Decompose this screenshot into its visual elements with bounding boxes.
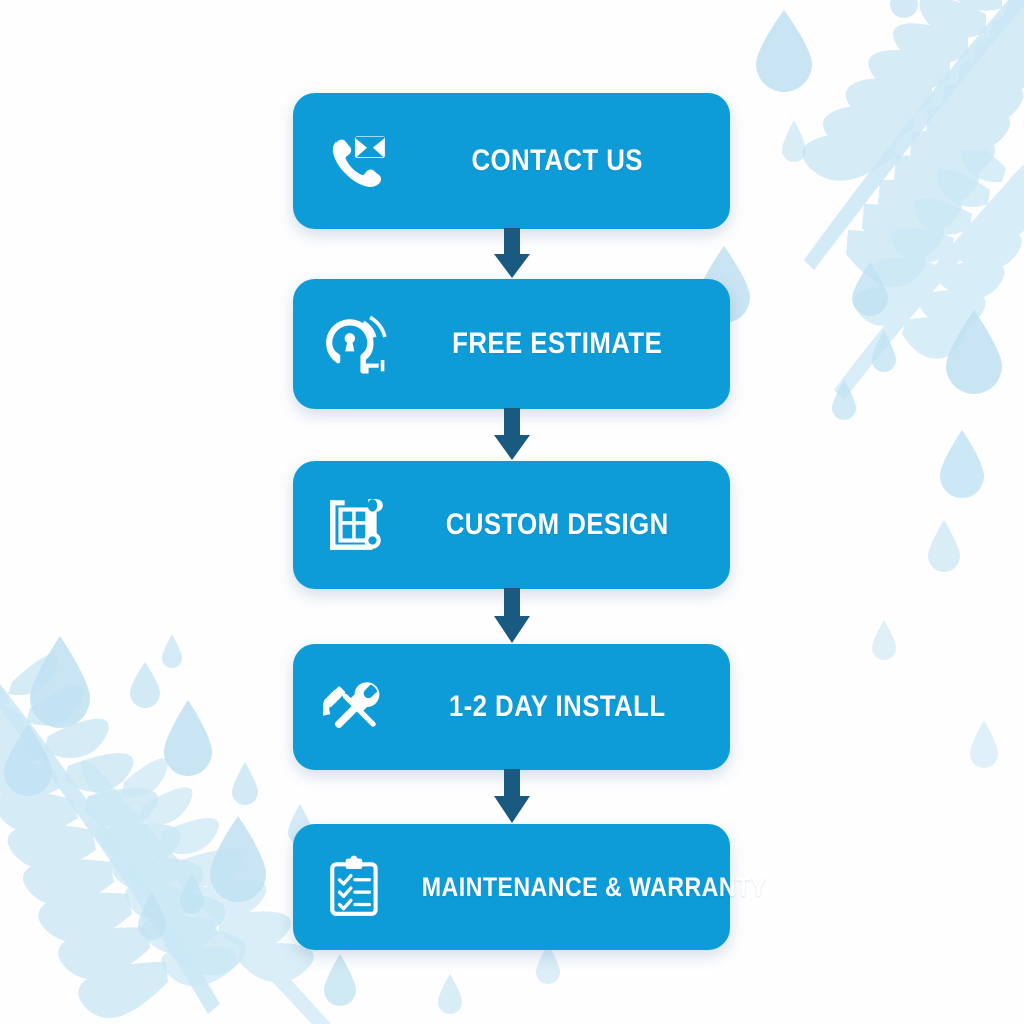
flow-arrow-down-3 xyxy=(490,588,534,645)
step-label-custom-design: CUSTOM DESIGN xyxy=(445,508,669,541)
tape-measure-icon xyxy=(319,307,393,381)
step-card-contact-us[interactable]: CONTACT US xyxy=(293,93,730,229)
step-label-install: 1-2 DAY INSTALL xyxy=(448,690,666,723)
step-card-install[interactable]: 1-2 DAY INSTALL xyxy=(293,644,730,770)
step-label-contact-us: CONTACT US xyxy=(471,144,643,177)
step-card-maintenance-warranty[interactable]: MAINTENANCE & WARRANTY xyxy=(293,824,766,950)
flow-arrow-down-2 xyxy=(490,408,534,462)
phone-envelope-icon xyxy=(319,124,393,198)
blueprint-icon xyxy=(319,488,393,562)
step-card-custom-design[interactable]: CUSTOM DESIGN xyxy=(293,461,730,589)
hammer-wrench-icon xyxy=(319,670,393,744)
step-card-free-estimate[interactable]: FREE ESTIMATE xyxy=(293,279,730,409)
step-label-maintenance-warranty: MAINTENANCE & WARRANTY xyxy=(421,871,767,902)
flow-arrow-down-4 xyxy=(490,769,534,825)
step-label-free-estimate: FREE ESTIMATE xyxy=(452,327,663,360)
clipboard-checklist-icon xyxy=(319,850,393,924)
flow-arrow-down-1 xyxy=(490,228,534,280)
